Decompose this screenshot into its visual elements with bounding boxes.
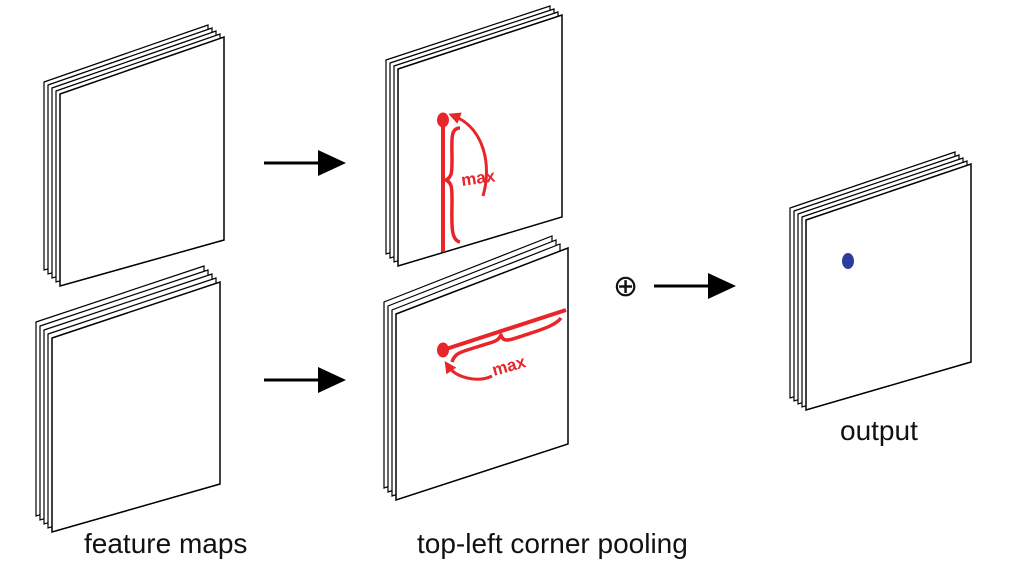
right-arrow-icon <box>264 150 346 176</box>
right-arrow-icon <box>264 367 346 393</box>
feature-maps-label: feature maps <box>84 528 247 559</box>
vertical-pooling-annotation: max <box>437 112 497 252</box>
output-stack <box>789 151 972 411</box>
circled-plus-icon: ⊕ <box>613 269 638 304</box>
pooling-stack-top <box>385 5 563 268</box>
feature-map-stack-top <box>43 24 225 287</box>
curved-arrow-icon <box>448 112 488 197</box>
corner-point-icon <box>437 112 449 128</box>
output-point-icon <box>842 253 854 269</box>
corner-point-icon <box>437 342 449 358</box>
horizontal-scan-line <box>442 308 567 352</box>
curly-brace-icon <box>450 316 563 363</box>
output-label: output <box>840 415 918 446</box>
right-arrow-icon <box>654 273 736 299</box>
curly-brace-icon <box>444 126 461 244</box>
pooling-label: top-left corner pooling <box>417 528 688 559</box>
curved-arrow-icon <box>444 361 493 381</box>
feature-map-stack-bottom <box>35 265 221 533</box>
pooling-stack-bottom <box>383 235 569 502</box>
max-label-vertical: max <box>460 166 497 190</box>
